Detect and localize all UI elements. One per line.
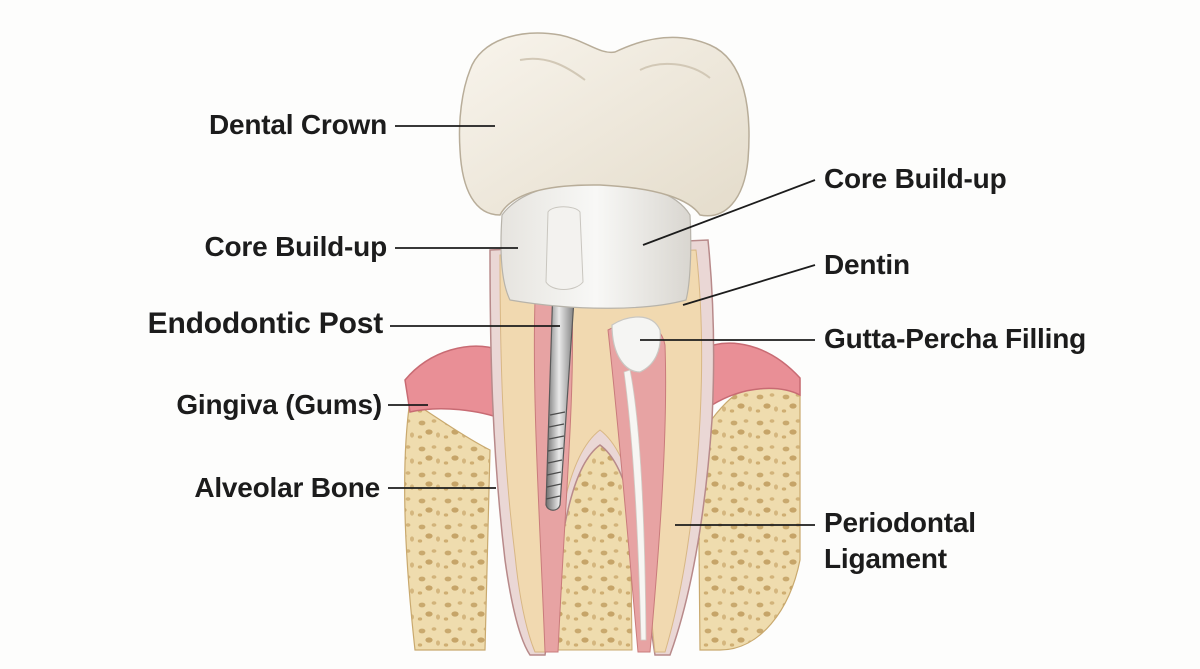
leader-core-buildup-right [642,179,816,246]
gutta-percha-canal [623,369,647,641]
endodontic-post-shape [545,284,576,511]
label-core-buildup-left: Core Build-up [204,231,388,262]
label-core-buildup-right: Core Build-up [824,163,1007,194]
leader-lines [388,125,816,526]
post-head-shape [545,206,584,290]
label-gutta-percha: Gutta-Percha Filling [824,323,1087,354]
core-buildup-shape [500,179,692,309]
label-periodontal-line1: Periodontal [824,507,976,538]
label-dentin: Dentin [824,249,910,280]
crown-ridge [519,57,711,81]
label-alveolar-bone: Alveolar Bone [194,472,380,503]
gutta-percha-shape [611,316,661,373]
leader-dentin [682,264,816,306]
label-dental-crown: Dental Crown [208,109,387,140]
label-endodontic-post: Endodontic Post [147,307,384,340]
post-threads [545,411,566,500]
gingiva-left [404,345,506,422]
gingiva-right [699,342,801,407]
dental-crown-shape [458,32,750,217]
label-periodontal-line2: Ligament [824,543,947,574]
label-gingiva: Gingiva (Gums) [176,389,382,420]
